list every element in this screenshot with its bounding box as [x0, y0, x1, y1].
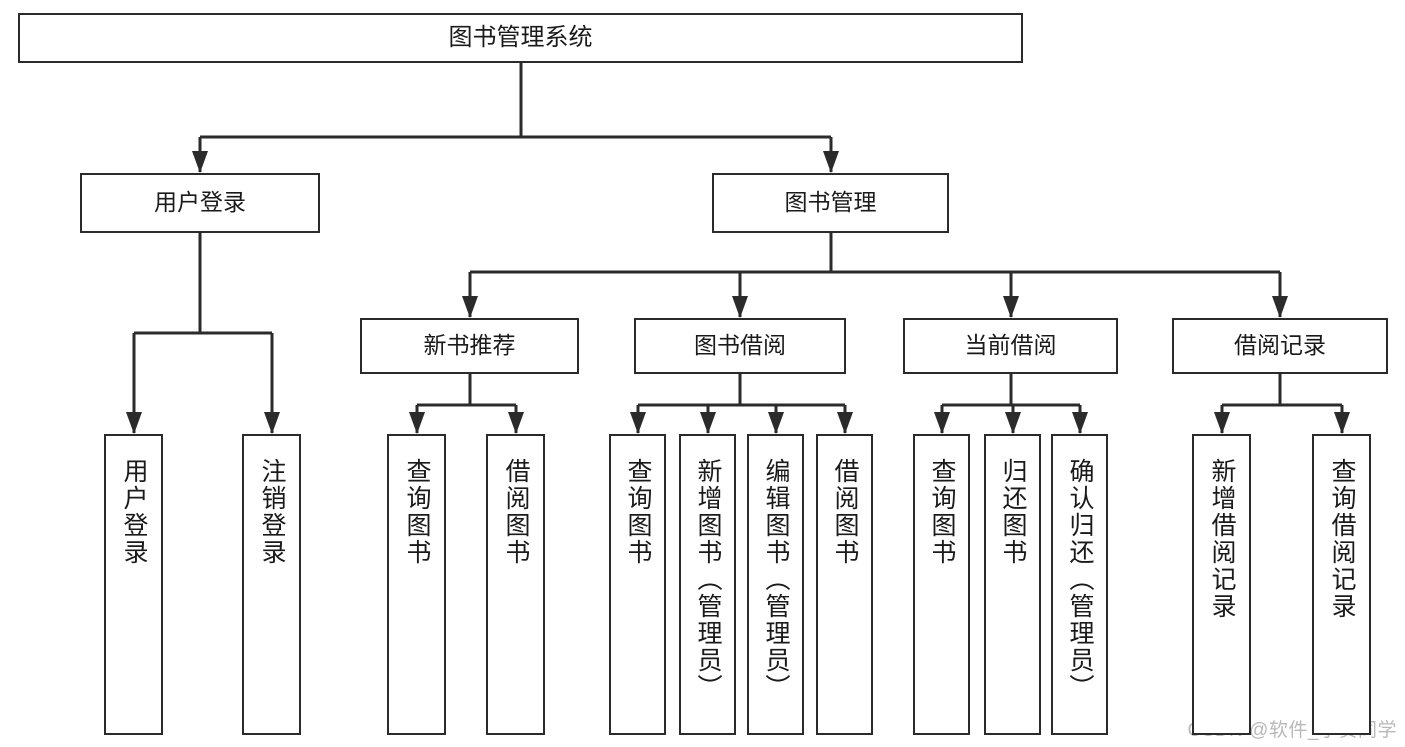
arrowhead — [700, 412, 716, 434]
arrowhead — [1334, 412, 1350, 434]
node-leaf-borrow-book-2[interactable]: 借阅图书 — [816, 434, 873, 735]
arrowhead — [409, 412, 425, 434]
node-label: 归还图书 — [999, 458, 1027, 566]
arrowhead — [934, 412, 950, 434]
node-label: 借阅图书 — [831, 458, 859, 566]
node-user-login[interactable]: 用户登录 — [80, 173, 320, 233]
node-label: 新书推荐 — [423, 332, 516, 359]
arrowhead — [837, 412, 853, 434]
arrowhead — [508, 412, 524, 434]
node-label: 当前借阅 — [964, 332, 1057, 359]
node-leaf-user-login[interactable]: 用户登录 — [104, 434, 163, 735]
node-label: 注销登录 — [258, 458, 286, 566]
node-label: 查询图书 — [928, 458, 956, 566]
node-leaf-return-book[interactable]: 归还图书 — [984, 434, 1041, 735]
arrowhead — [264, 412, 280, 434]
node-label: 编辑图书（管理员） — [762, 458, 790, 701]
arrowhead — [1003, 296, 1019, 318]
node-leaf-query-borrow-record[interactable]: 查询借阅记录 — [1312, 434, 1371, 735]
node-root[interactable]: 图书管理系统 — [18, 13, 1023, 63]
node-leaf-add-borrow-record[interactable]: 新增借阅记录 — [1192, 434, 1251, 735]
arrowhead — [823, 151, 839, 173]
node-label: 新增图书（管理员） — [694, 458, 722, 701]
node-leaf-query-book-2[interactable]: 查询图书 — [609, 434, 666, 735]
node-book-borrow[interactable]: 图书借阅 — [634, 318, 846, 374]
node-leaf-borrow-book-1[interactable]: 借阅图书 — [486, 434, 545, 735]
arrowhead — [1272, 296, 1288, 318]
node-current-borrow[interactable]: 当前借阅 — [903, 318, 1118, 374]
node-label: 图书管理 — [784, 189, 877, 216]
node-borrow-record[interactable]: 借阅记录 — [1172, 318, 1388, 374]
arrowhead — [462, 296, 478, 318]
node-label: 查询图书 — [403, 458, 431, 566]
node-label: 查询图书 — [624, 458, 652, 566]
node-label: 查询借阅记录 — [1328, 458, 1356, 620]
arrowhead — [630, 412, 646, 434]
node-label: 图书管理系统 — [448, 23, 593, 51]
node-book-manage[interactable]: 图书管理 — [712, 173, 949, 233]
arrowhead — [1214, 412, 1230, 434]
node-label: 确认归还（管理员） — [1066, 458, 1094, 701]
node-label: 借阅记录 — [1234, 332, 1326, 359]
arrowhead — [768, 412, 784, 434]
node-leaf-query-book-1[interactable]: 查询图书 — [387, 434, 446, 735]
node-leaf-confirm-return[interactable]: 确认归还（管理员） — [1051, 434, 1108, 735]
node-label: 用户登录 — [154, 189, 246, 216]
node-label: 用户登录 — [120, 458, 148, 566]
node-leaf-query-book-3[interactable]: 查询图书 — [913, 434, 970, 735]
node-leaf-user-logout[interactable]: 注销登录 — [242, 434, 301, 735]
arrowhead — [126, 412, 142, 434]
node-label: 新增借阅记录 — [1208, 458, 1236, 620]
node-leaf-add-book[interactable]: 新增图书（管理员） — [679, 434, 736, 735]
node-new-book-recommend[interactable]: 新书推荐 — [360, 318, 579, 374]
arrowhead — [192, 151, 208, 173]
node-leaf-edit-book[interactable]: 编辑图书（管理员） — [747, 434, 804, 735]
arrowhead — [732, 296, 748, 318]
node-label: 借阅图书 — [502, 458, 530, 566]
arrowhead — [1072, 412, 1088, 434]
arrowhead — [1005, 412, 1021, 434]
node-label: 图书借阅 — [694, 332, 786, 359]
